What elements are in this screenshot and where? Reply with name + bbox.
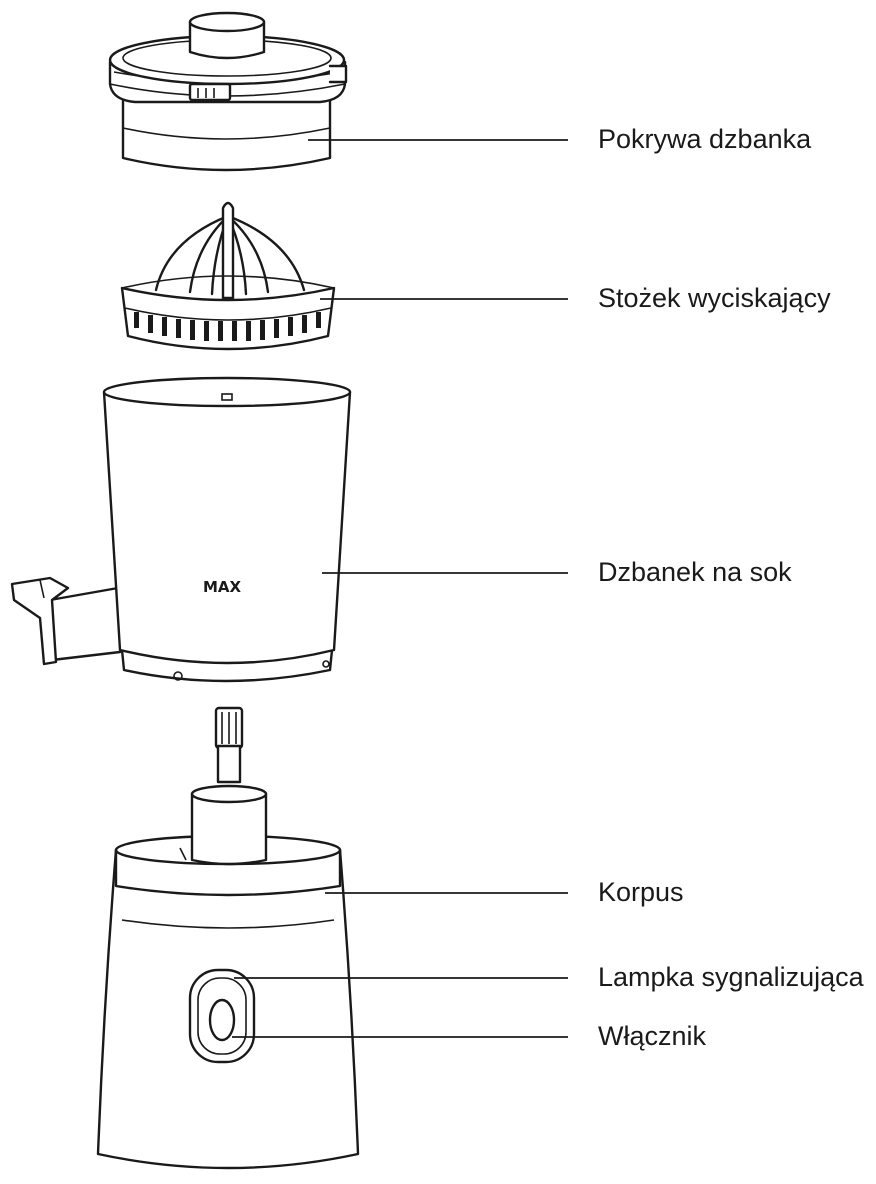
label-jug: Dzbanek na sok xyxy=(598,559,792,586)
label-lid: Pokrywa dzbanka xyxy=(598,126,811,153)
label-body: Korpus xyxy=(598,879,684,906)
lid-drawing xyxy=(110,13,346,170)
body-drawing xyxy=(98,708,358,1168)
jug-drawing: MAX xyxy=(12,378,350,681)
label-indicator: Lampka sygnalizująca xyxy=(598,964,864,991)
max-marking: MAX xyxy=(203,578,242,596)
label-switch: Włącznik xyxy=(598,1023,706,1050)
label-cone: Stożek wyciskający xyxy=(598,285,831,312)
cone-drawing xyxy=(122,203,334,349)
